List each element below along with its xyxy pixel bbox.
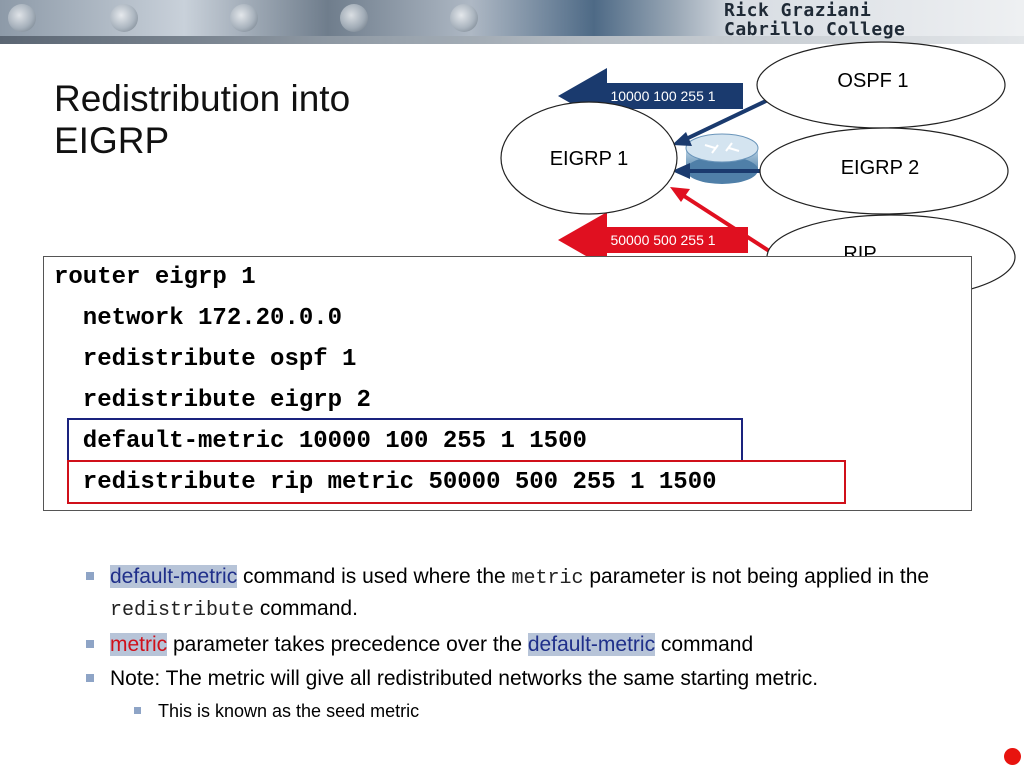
banner-strip — [0, 36, 1024, 44]
code-line: network 172.20.0.0 — [54, 305, 343, 332]
term-default-metric: default-metric — [110, 565, 238, 588]
rip-link — [682, 194, 782, 260]
slide-title: Redistribution into EIGRP — [54, 78, 351, 161]
sub-bullet-item: This is known as the seed metric — [134, 698, 966, 724]
term-default-metric: default-metric — [527, 633, 656, 656]
banner-decoration — [340, 4, 368, 32]
bullet-square-icon — [86, 674, 94, 682]
bullet-item: metric parameter takes precedence over t… — [86, 630, 966, 660]
rip-metric-highlight — [67, 460, 846, 504]
banner-decoration — [8, 4, 36, 32]
code-line: redistribute ospf 1 — [54, 346, 357, 373]
default-metric-highlight — [67, 418, 743, 462]
bullet-square-icon — [86, 572, 94, 580]
code-line: default-metric 10000 100 255 1 1500 — [54, 428, 587, 455]
bullet-text: parameter is not being applied in the — [583, 565, 930, 588]
bullet-square-icon — [86, 640, 94, 648]
code-box — [43, 256, 972, 511]
bullet-text: command. — [254, 597, 358, 620]
banner-author-block: Rick Graziani Cabrillo College — [724, 1, 905, 39]
rip-link-arrowhead — [670, 187, 690, 202]
banner-decoration — [110, 4, 138, 32]
code-term-metric: metric — [511, 567, 584, 590]
bullet-item: default-metric command is used where the… — [86, 562, 966, 626]
bullet-square-icon — [134, 707, 141, 714]
red-metric-arrow — [558, 212, 748, 268]
eigrp1-node-label: EIGRP 1 — [550, 148, 629, 170]
ospf-node-label: OSPF 1 — [837, 70, 908, 92]
bullet-text: Note: The metric will give all redistrib… — [110, 667, 819, 690]
code-line: router eigrp 1 — [54, 264, 256, 291]
banner-author: Rick Graziani — [724, 0, 872, 21]
router-icon — [685, 133, 759, 184]
bullet-text: parameter takes precedence over the — [167, 633, 528, 656]
eigrp2-node-label: EIGRP 2 — [841, 157, 920, 179]
bullet-item: Note: The metric will give all redistrib… — [86, 664, 966, 694]
eigrp2-link-arrowhead — [672, 163, 690, 179]
header-banner: Rick Graziani Cabrillo College — [0, 0, 1024, 44]
sub-bullet-text: This is known as the seed metric — [158, 701, 420, 721]
bullet-text: command — [655, 633, 754, 656]
banner-decoration — [450, 4, 478, 32]
code-line: redistribute rip metric 50000 500 255 1 … — [54, 469, 717, 496]
bullet-list: default-metric command is used where the… — [86, 562, 966, 724]
slide-marker-dot — [1004, 748, 1021, 765]
banner-decoration — [230, 4, 258, 32]
code-term-redistribute: redistribute — [110, 599, 255, 622]
term-metric: metric — [110, 633, 168, 656]
bullet-text: command is used where the — [237, 565, 512, 588]
eigrp2-node — [759, 127, 1009, 215]
blue-metric-label: 10000 100 255 1 — [610, 88, 715, 104]
red-metric-label: 50000 500 255 1 — [610, 232, 715, 248]
code-line: redistribute eigrp 2 — [54, 387, 371, 414]
eigrp1-node — [500, 101, 678, 215]
ospf-link-arrowhead — [672, 132, 692, 146]
banner-institution: Cabrillo College — [724, 19, 906, 40]
ospf-link — [685, 98, 769, 141]
